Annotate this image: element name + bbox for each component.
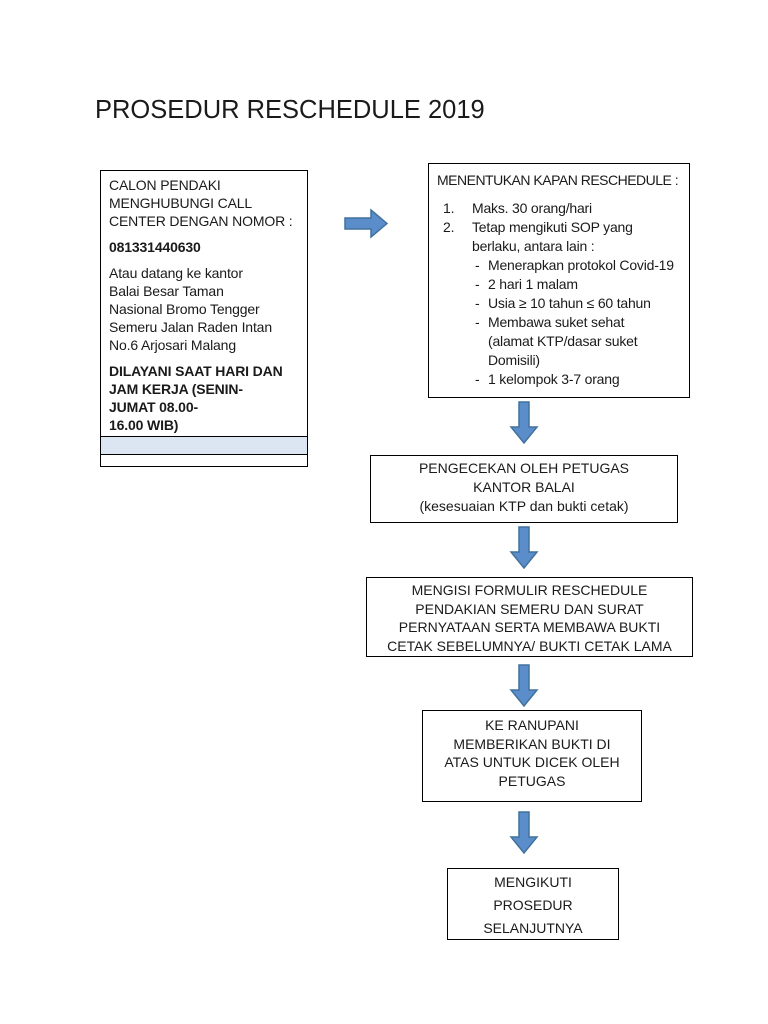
list-item-text: Maks. 30 orang/hari	[472, 200, 592, 216]
sub-list-item-marker: -	[475, 295, 480, 311]
list-item-marker: 1.	[443, 200, 455, 216]
sub-list-item-text: Menerapkan protokol Covid-19	[488, 257, 674, 273]
sub-list-item: - Usia ≥ 10 tahun ≤ 60 tahun	[475, 294, 685, 313]
sub-list-item-marker: -	[475, 276, 480, 292]
sub-list-item: - Membawa suket sehat (alamat KTP/dasar …	[475, 313, 685, 370]
sub-list-item: - 1 kelompok 3-7 orang	[475, 370, 685, 389]
contact-service-hours: DILAYANI SAAT HARI DAN JAM KERJA (SENIN-…	[109, 363, 283, 433]
sub-list-item-marker: -	[475, 371, 480, 387]
list-item-marker: 2.	[443, 219, 455, 235]
ranupani-box: KE RANUPANI MEMBERIKAN BUKTI DI ATAS UNT…	[422, 710, 642, 802]
down-arrow-icon	[509, 811, 539, 854]
down-arrow-icon	[509, 401, 539, 444]
sub-list-item-text: 2 hari 1 malam	[488, 276, 578, 292]
down-arrow-icon	[509, 526, 539, 569]
contact-box: CALON PENDAKI MENGHUBUNGI CALL CENTER DE…	[100, 170, 308, 467]
list-item: 1. Maks. 30 orang/hari	[443, 199, 685, 218]
next-box: MENGIKUTI PROSEDUR SELANJUTNYA	[447, 868, 619, 940]
contact-address: Atau datang ke kantor Balai Besar Taman …	[109, 265, 272, 353]
sub-list-item-text: Usia ≥ 10 tahun ≤ 60 tahun	[488, 295, 651, 311]
schedule-list: 1. Maks. 30 orang/hari 2. Tetap mengikut…	[429, 199, 685, 389]
sub-list-item-marker: -	[475, 314, 480, 330]
contact-phone-number: 081331440630	[109, 239, 201, 255]
schedule-sub-list: - Menerapkan protokol Covid-19 - 2 hari …	[475, 256, 685, 389]
list-item: 2. Tetap mengikuti SOP yang berlaku, ant…	[443, 218, 685, 256]
page-title: PROSEDUR RESCHEDULE 2019	[95, 96, 485, 124]
sub-list-item: - 2 hari 1 malam	[475, 275, 685, 294]
empty-cell	[101, 454, 307, 466]
contact-box-content: CALON PENDAKI MENGHUBUNGI CALL CENTER DE…	[101, 171, 307, 436]
right-arrow-icon	[344, 208, 388, 239]
down-arrow-icon	[509, 664, 539, 707]
highlight-cell	[101, 436, 307, 454]
sub-list-item: - Menerapkan protokol Covid-19	[475, 256, 685, 275]
contact-heading: CALON PENDAKI MENGHUBUNGI CALL CENTER DE…	[109, 177, 293, 229]
schedule-box-title: MENENTUKAN KAPAN RESCHEDULE :	[437, 172, 679, 188]
sub-list-item-text: 1 kelompok 3-7 orang	[488, 371, 620, 387]
sub-list-item-text: Membawa suket sehat (alamat KTP/dasar su…	[488, 314, 638, 368]
list-item-text: Tetap mengikuti SOP yang berlaku, antara…	[472, 219, 633, 254]
check-box: PENGECEKAN OLEH PETUGAS KANTOR BALAI (ke…	[370, 455, 678, 523]
sub-list-item-marker: -	[475, 257, 480, 273]
form-box: MENGISI FORMULIR RESCHEDULE PENDAKIAN SE…	[366, 577, 693, 657]
schedule-box: MENENTUKAN KAPAN RESCHEDULE : 1. Maks. 3…	[428, 163, 690, 398]
